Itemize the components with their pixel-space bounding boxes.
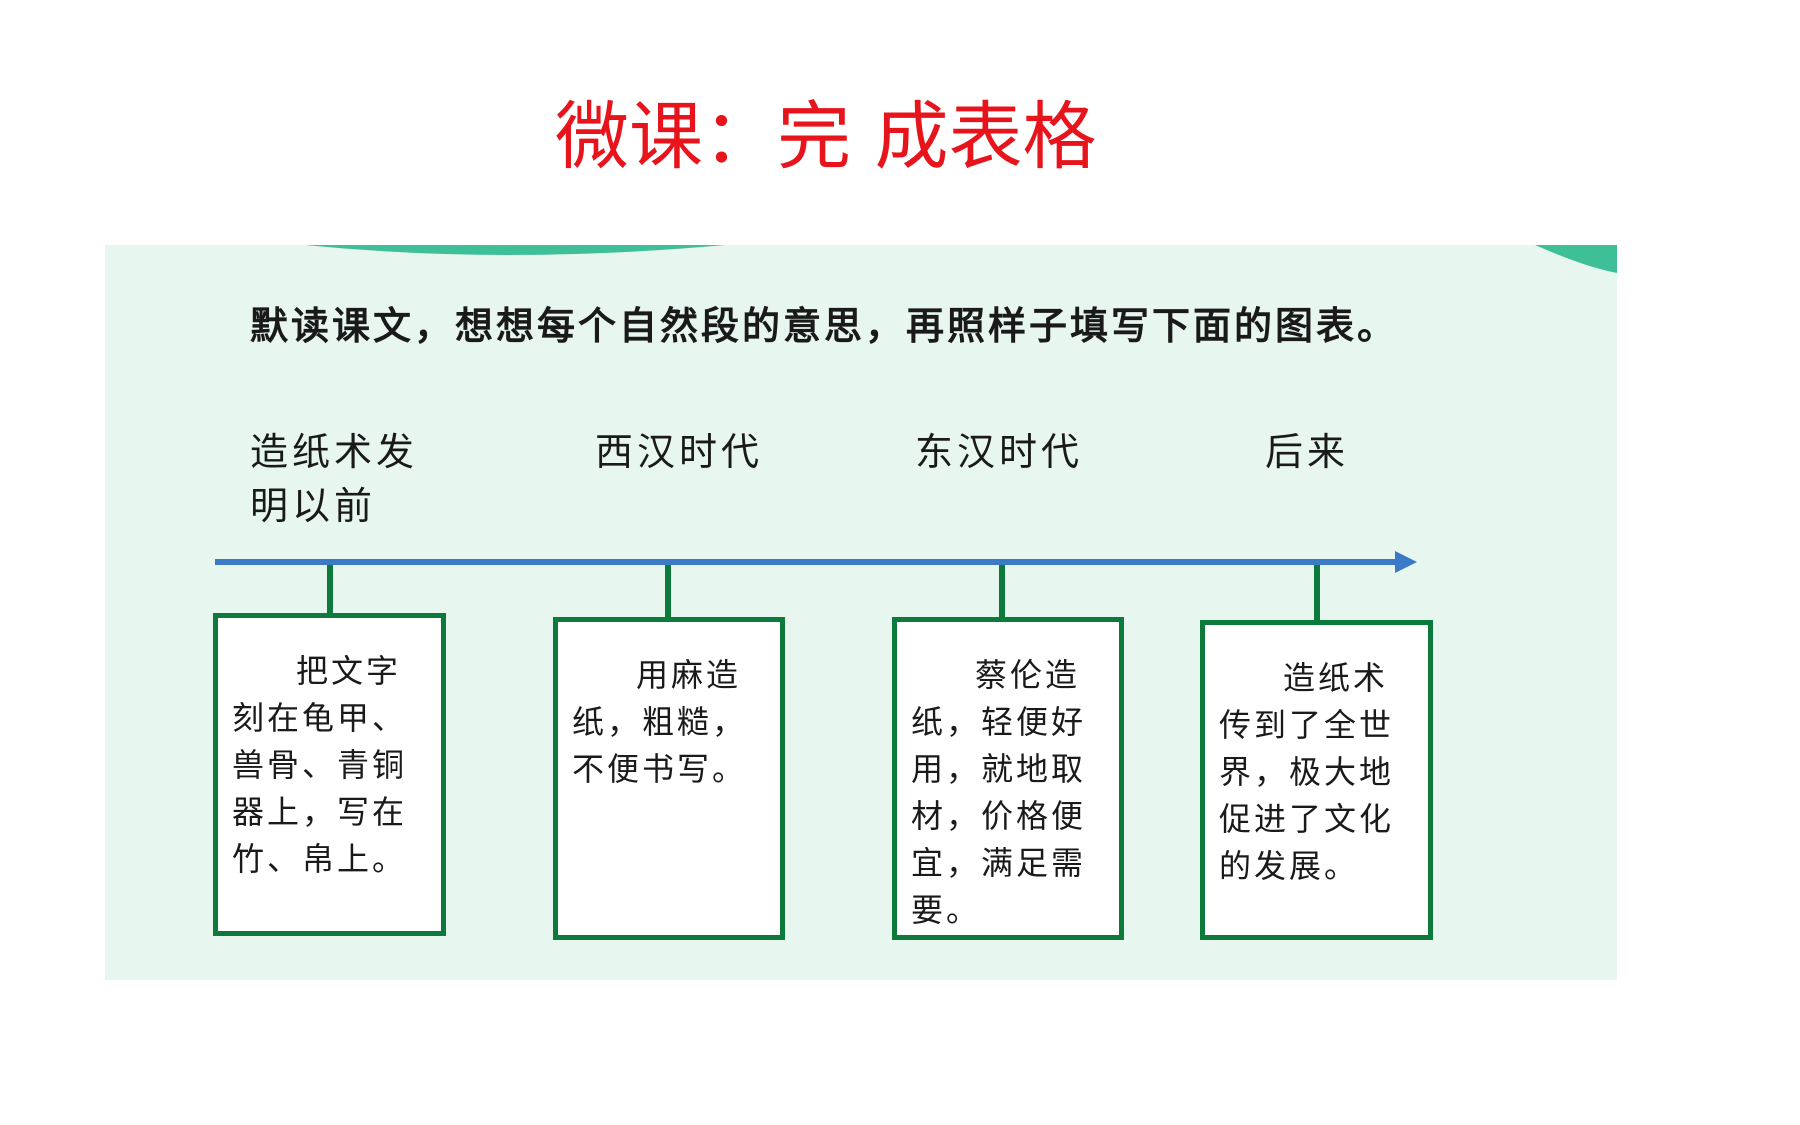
panel-top-wave: [305, 245, 1617, 273]
period-label-western-han: 西汉时代: [595, 430, 764, 474]
timeline-diagram: [215, 551, 1417, 620]
event-box-eastern-han: 蔡伦造纸，轻便好用，就地取材，价格便宜，满足需要。: [892, 617, 1124, 940]
timeline-arrow-head: [1395, 551, 1417, 573]
instruction-text: 默读课文，想想每个自然段的意思，再照样子填写下面的图表。: [250, 303, 1399, 348]
exercise-panel: 默读课文，想想每个自然段的意思，再照样子填写下面的图表。 造纸术发明以前 西汉时…: [105, 245, 1617, 980]
event-box-pre-invention: 把文字刻在龟甲、兽骨、青铜器上，写在竹、帛上。: [213, 613, 446, 936]
period-label-pre-invention: 造纸术发明以前: [250, 430, 419, 528]
period-label-eastern-han: 东汉时代: [915, 430, 1084, 474]
event-box-later: 造纸术传到了全世界，极大地促进了文化的发展。: [1200, 620, 1433, 940]
period-label-later: 后来: [1265, 430, 1350, 474]
slide-title: 微课：完 成表格: [555, 94, 1097, 180]
event-box-western-han: 用麻造纸，粗糙，不便书写。: [553, 617, 785, 940]
